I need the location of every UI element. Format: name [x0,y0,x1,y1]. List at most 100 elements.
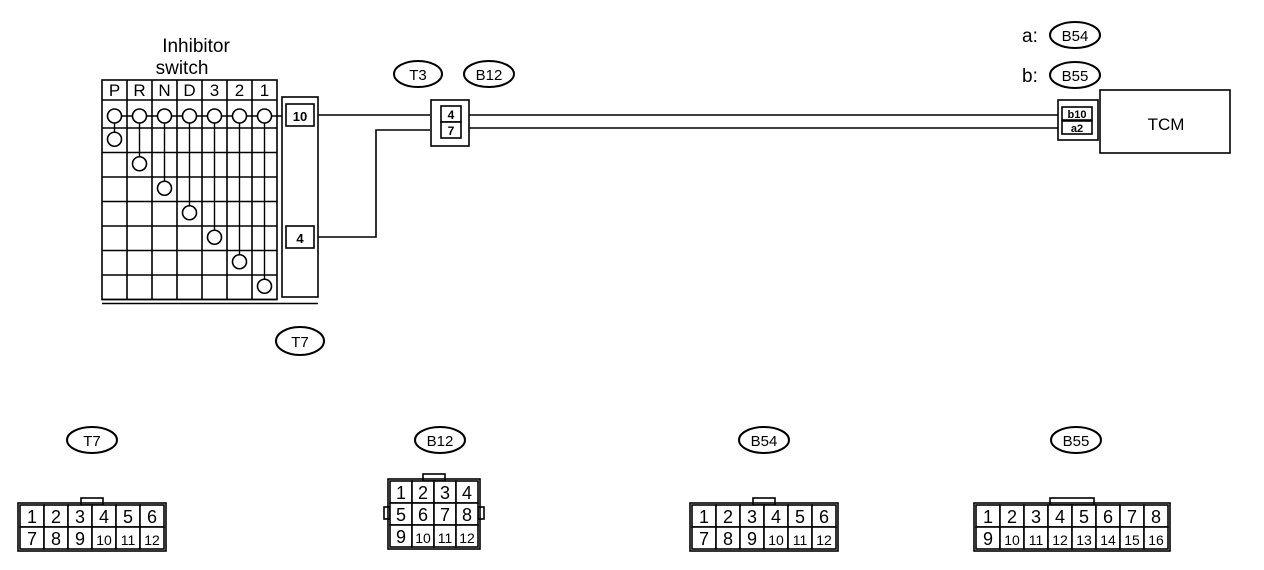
connector-latch [752,497,776,506]
connector-b55-pin-15: 15 [1124,532,1140,548]
connector-t7-pin-12: 12 [144,532,160,548]
switch-terminal-10: 10 [293,109,307,124]
b55-legend: B55 [1062,68,1089,85]
connector-b54-pin-9: 9 [747,529,757,549]
t3-label-oval [393,60,443,88]
connector-t7-label-oval [66,426,118,454]
connector-b12-pin-10: 10 [415,530,431,546]
connector-b12-pin-12: 12 [459,530,475,546]
connector-t7-pin-8: 8 [51,529,61,549]
connector-b55-pin-11: 11 [1029,532,1044,548]
connector-b12-label-oval [414,426,466,454]
connector-b54-pin-10: 10 [768,532,784,548]
b-prefix: b: [1022,66,1038,87]
connector-pin-cell [811,526,837,550]
connector-b12-pin-6: 6 [418,505,428,525]
tcm-pin-b10: b10 [1068,109,1087,121]
b12-pin-7-box [440,121,462,139]
connector-side-tab [477,506,485,520]
connector-b54-pin-12: 12 [816,532,832,548]
connector-b55-pin-8: 8 [1151,507,1161,527]
tcm-pin-a2: a2 [1071,123,1083,135]
switch-top-contact [156,108,173,124]
wire-4 [318,129,430,238]
switch-contact-P [106,131,123,148]
connector-t7-pin-5: 5 [123,507,133,527]
connector-latch [80,497,104,506]
connector-b55-pin-12: 12 [1052,532,1068,548]
connector-b55-pin-4: 4 [1055,507,1065,527]
connector-b55-pin-1: 1 [983,507,993,527]
inhibitor-switch-title: Inhibitor [162,36,230,57]
connector-t7-label: T7 [83,433,101,450]
connector-b55-label-oval [1050,426,1102,454]
switch-position-N: N [158,81,170,100]
switch-contact-2 [231,253,248,270]
inhibitor-switch-subtitle: switch [156,58,209,79]
connector-b12-pin-3: 3 [440,483,450,503]
b55-legend-oval [1049,61,1101,89]
tcm-label: TCM [1148,115,1185,134]
tcm-pin-a2-box [1061,120,1093,135]
switch-top-contact [231,108,248,124]
connector-t7-pin-7: 7 [27,529,37,549]
switch-position-P: P [109,81,120,100]
t7-label-oval [275,326,325,356]
b12-pin-4: 4 [448,108,455,122]
switch-top-contact [106,108,123,124]
connector-t7-pin-3: 3 [75,507,85,527]
connector-b12-pin-2: 2 [418,483,428,503]
connector-t7-pin-1: 1 [27,507,37,527]
connector-latch [422,473,446,482]
connector-b54-label: B54 [751,433,778,450]
connector-b12-pin-9: 9 [396,527,406,547]
connector-b12-pin-5: 5 [396,505,406,525]
switch-position-D: D [183,81,195,100]
switch-position-R: R [133,81,145,100]
t7-label: T7 [291,334,309,351]
connector-b55-pin-7: 7 [1127,507,1137,527]
connector-t7-pin-4: 4 [99,507,109,527]
switch-terminal-10-box [285,103,315,127]
switch-contact-D [181,204,198,221]
tcm-pin-b10-box [1061,106,1093,121]
switch-terminal-4-box [285,225,315,249]
switch-top-contact [206,108,223,124]
connector-b54-pin-6: 6 [819,507,829,527]
connector-t7-pin-11: 11 [121,532,136,548]
switch-terminal-4: 4 [296,231,304,246]
a-prefix: a: [1022,26,1038,47]
connector-b55-pin-9: 9 [983,529,993,549]
switch-top-contact [131,108,148,124]
connector-b54-pin-7: 7 [699,529,709,549]
connector-b12-pin-8: 8 [462,505,472,525]
connector-latch [1049,497,1095,506]
b12-label-oval [463,60,515,88]
connector-pin-cell [1143,526,1169,550]
connector-b54-pin-4: 4 [771,507,781,527]
connector-side-tab [383,506,391,520]
connector-b55-label: B55 [1063,433,1090,450]
b54-legend: B54 [1062,28,1089,45]
connector-b54-label-oval [738,426,790,454]
switch-contact-3 [206,229,223,246]
switch-top-contact [181,108,198,124]
connector-b55-pin-2: 2 [1007,507,1017,527]
connector-b54-pin-8: 8 [723,529,733,549]
connector-b55-pin-6: 6 [1103,507,1113,527]
switch-contact-N [156,180,173,197]
connector-frame [387,478,481,550]
switch-position-2: 2 [235,81,244,100]
b54-legend-oval [1049,21,1101,49]
connector-b55-pin-13: 13 [1076,532,1092,548]
b12-label: B12 [476,67,503,84]
switch-top-contact [256,108,273,124]
connector-frame [689,502,839,552]
switch-contact-1 [256,278,273,295]
connector-t7-pin-2: 2 [51,507,61,527]
tcm-box [1099,89,1231,154]
connector-b12-pin-7: 7 [440,505,450,525]
